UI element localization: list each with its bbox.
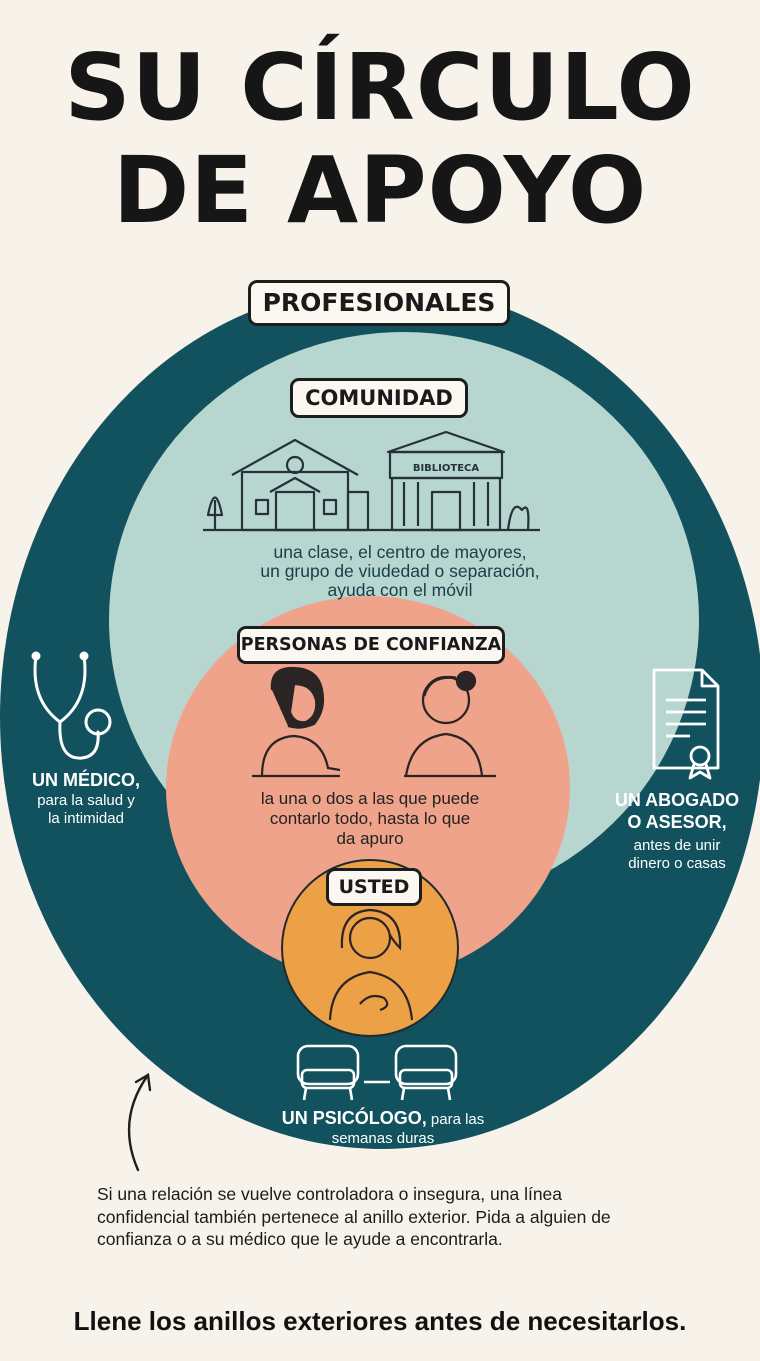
label-confianza: PERSONAS DE CONFIANZA — [237, 626, 505, 664]
person-icon — [328, 908, 414, 1021]
label-profesionales: PROFESIONALES — [248, 280, 510, 326]
psicologo-label: UN PSICÓLOGO, para las semanas duras — [281, 1108, 485, 1147]
document-icon — [652, 668, 720, 780]
confianza-text: la una o dos a las que puede contarlo to… — [260, 789, 480, 848]
comunidad-text: una clase, el centro de mayores, un grup… — [260, 542, 540, 600]
medico-label: UN MÉDICO, para la salud y la intimidad — [32, 770, 140, 827]
ring-confianza — [166, 596, 570, 980]
label-comunidad: COMUNIDAD — [290, 378, 468, 418]
library-sign: BIBLIOTECA — [413, 463, 480, 474]
note-text: Si una relación se vuelve controladora o… — [97, 1184, 611, 1249]
stethoscope-icon — [31, 651, 112, 760]
title-line-1: SU CÍRCULO — [64, 34, 696, 141]
label-usted: USTED — [326, 868, 422, 906]
chairs-icon — [296, 1044, 458, 1101]
two-people-icon — [252, 666, 496, 778]
curved-arrow-icon — [127, 1073, 152, 1172]
abogado-label: UN ABOGADO O ASESOR, antes de unir diner… — [614, 790, 740, 873]
title-line-2: DE APOYO — [112, 137, 648, 244]
footer-tagline: Llene los anillos exteriores antes de ne… — [73, 1306, 687, 1336]
library-icon — [386, 430, 530, 532]
